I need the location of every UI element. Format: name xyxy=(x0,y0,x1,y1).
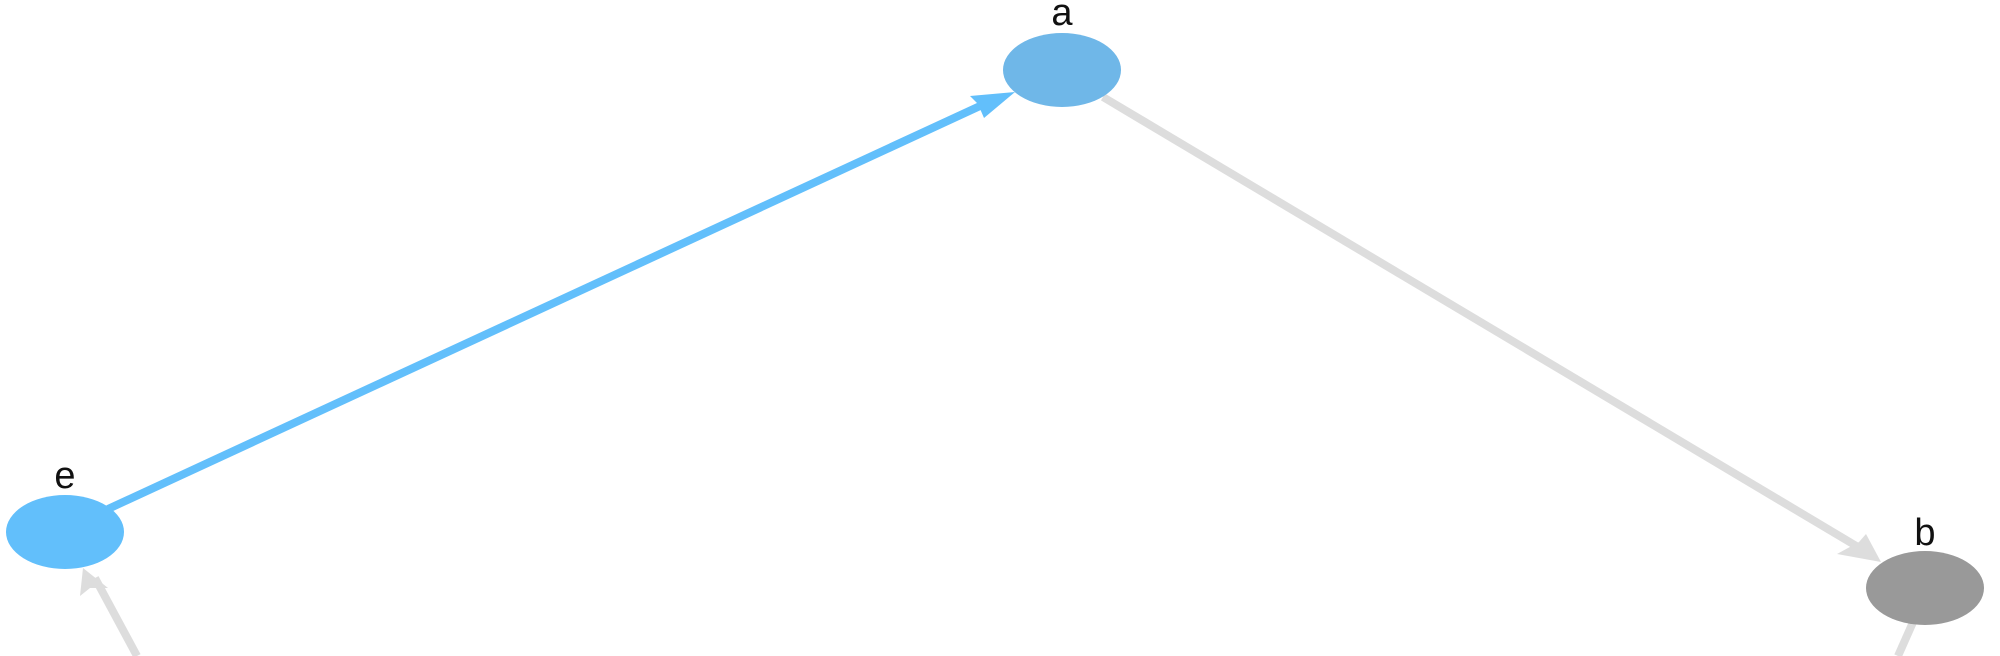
node-b[interactable]: b xyxy=(1866,512,1984,625)
edge-a-to-b-arrowhead xyxy=(1837,534,1881,562)
edge-out-of-b[interactable] xyxy=(1894,618,1918,656)
node-e-label: e xyxy=(54,455,75,497)
edge-e-to-a[interactable] xyxy=(106,92,1015,513)
edge-into-e[interactable] xyxy=(80,568,141,656)
node-a[interactable]: a xyxy=(1003,0,1121,107)
node-e-circle[interactable] xyxy=(6,495,124,569)
node-e[interactable]: e xyxy=(6,455,124,569)
edge-e-to-a-arrowhead xyxy=(970,92,1015,118)
node-a-circle[interactable] xyxy=(1003,33,1121,107)
node-a-label: a xyxy=(1051,0,1073,34)
node-b-label: b xyxy=(1914,512,1935,554)
edge-a-to-b[interactable] xyxy=(1100,93,1881,562)
edge-into-e-arrowhead xyxy=(80,568,108,596)
node-b-circle[interactable] xyxy=(1866,551,1984,625)
